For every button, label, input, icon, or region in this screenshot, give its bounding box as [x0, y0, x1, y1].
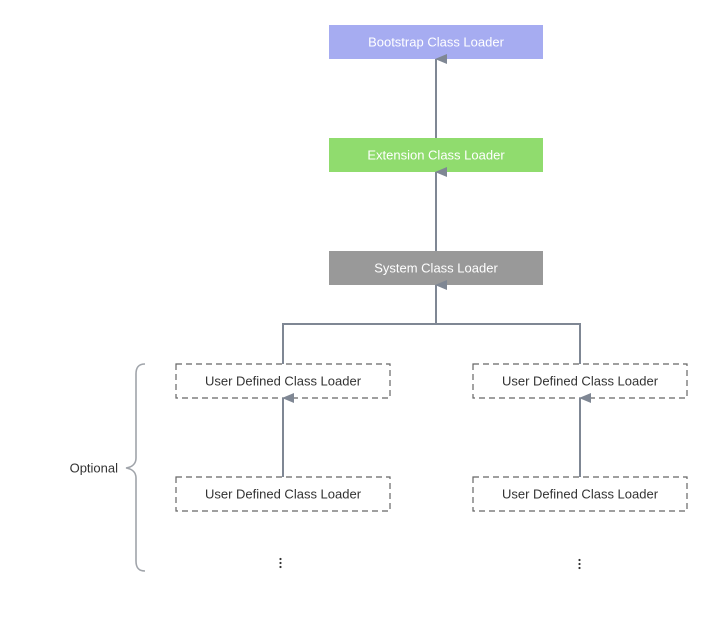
user-loader-right-top-node: User Defined Class Loader [472, 363, 688, 399]
system-class-loader-node: System Class Loader [329, 251, 543, 285]
system-node-box [329, 251, 543, 285]
user-loader-left-bottom-node: User Defined Class Loader [175, 476, 391, 512]
user-loader-right-bottom-box [472, 476, 688, 512]
connector-right-branch [436, 323, 581, 364]
user-loader-left-bottom-box [175, 476, 391, 512]
user-loader-left-top-label: User Defined Class Loader [205, 374, 362, 389]
bootstrap-class-loader-node: Bootstrap Class Loader [329, 25, 543, 59]
system-node-label: System Class Loader [374, 261, 498, 276]
user-loader-left-top-box [175, 363, 391, 399]
user-loader-right-top-label: User Defined Class Loader [502, 374, 659, 389]
user-loader-right-bottom-label: User Defined Class Loader [502, 487, 659, 502]
user-loader-right-top-box [472, 363, 688, 399]
bootstrap-node-box [329, 25, 543, 59]
user-loader-left-top-node: User Defined Class Loader [175, 363, 391, 399]
optional-label: Optional [70, 461, 119, 476]
extension-node-label: Extension Class Loader [367, 148, 505, 163]
ellipsis-left [279, 557, 282, 569]
bootstrap-node-label: Bootstrap Class Loader [368, 35, 505, 50]
user-loader-right-bottom-node: User Defined Class Loader [472, 476, 688, 512]
extension-node-box [329, 138, 543, 172]
extension-class-loader-node: Extension Class Loader [329, 138, 543, 172]
optional-brace [125, 363, 146, 572]
connector-left-branch [282, 323, 436, 364]
user-loader-left-bottom-label: User Defined Class Loader [205, 487, 362, 502]
ellipsis-right [578, 558, 581, 570]
